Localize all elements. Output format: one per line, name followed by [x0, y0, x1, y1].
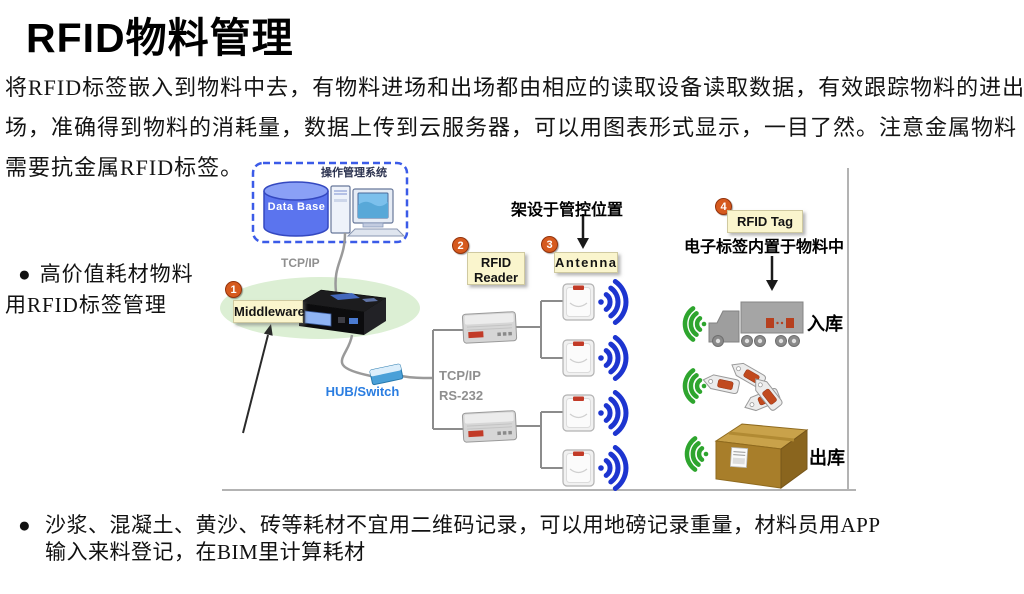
rfid-system-diagram: 操作管理系统 Data Base TCP/IP 1 Middleware HUB… [215, 160, 863, 496]
outbound-label: 出库 [809, 448, 845, 468]
antenna-icon [562, 449, 595, 487]
step-badge-1: 1 [225, 281, 242, 298]
rfid-reader-icon [461, 410, 518, 443]
green-waves-icon [685, 308, 706, 339]
bullet-dot: ● [18, 513, 32, 537]
rfid-tag-note: 电子标签内置于物料中 [684, 239, 845, 256]
bullet-text: 沙浆、混凝土、黄沙、砖等耗材不宜用二维码记录，可以用地磅记录重量，材料员用APP… [45, 513, 881, 564]
green-waves-icon [687, 438, 708, 469]
step-badge-3: 3 [541, 236, 558, 253]
link-protocol-labels: TCP/IP RS-232 [439, 368, 484, 403]
rfid-reader-label: RFID Reader [467, 252, 525, 285]
hub-switch-label: HUB/Switch [325, 384, 400, 399]
bullet-text-continued: 用RFID标签管理 [5, 293, 167, 317]
network-lines [432, 300, 563, 469]
wifi-waves-icon [598, 282, 626, 323]
rfid-tag-label: RFID Tag [727, 210, 803, 233]
wifi-waves-icon [598, 338, 626, 379]
bullet-dot: ● [18, 262, 32, 286]
bullet-text: 高价值耗材物料 [39, 262, 194, 286]
diagram-canvas [220, 161, 856, 491]
page-title: RFID物料管理 [26, 15, 294, 61]
antenna-note: 架设于管控位置 [511, 202, 624, 219]
antenna-icon [562, 283, 595, 321]
pointer-arrow [242, 324, 273, 434]
down-arrow [766, 256, 778, 291]
system-box-label: 操作管理系统 [321, 167, 387, 179]
bullet-item-bulk-materials: ● 沙浆、混凝土、黄沙、砖等耗材不宜用二维码记录，可以用地磅记录重量，材料员用A… [18, 512, 881, 566]
carton-box-icon [714, 423, 809, 489]
computer-icon [330, 185, 406, 237]
green-waves-icon [685, 370, 706, 401]
tcpip-link-label: TCP/IP [281, 256, 320, 270]
middleware-server-icon [298, 289, 387, 335]
hub-switch-icon [369, 363, 404, 386]
intro-line: 将RFID标签嵌入到物料中去，有物料进场和出场都由相应的读取设备读取数据，有效跟… [5, 75, 1024, 100]
antenna-icon [562, 339, 595, 377]
down-arrow [577, 214, 589, 249]
rfid-reader-icon [461, 311, 518, 344]
intro-line: 场，准确得到物料的消耗量，数据上传到云服务器，可以用图表形式显示，一目了然。注意… [5, 115, 1018, 140]
step-badge-2: 2 [452, 237, 469, 254]
truck-icon [708, 301, 804, 347]
intro-paragraph: 将RFID标签嵌入到物料中去，有物料进场和出场都由相应的读取设备读取数据，有效跟… [5, 68, 1024, 188]
diagram-border [222, 168, 856, 491]
connection-cables [334, 232, 434, 380]
middleware-label: Middleware [233, 300, 305, 323]
antenna-label: Antenna [554, 252, 618, 273]
database-icon [263, 181, 329, 237]
inbound-label: 入库 [807, 314, 843, 334]
wifi-waves-icon [598, 448, 626, 489]
bullet-item-high-value: ● 高价值耗材物料 [18, 258, 194, 288]
database-label: Data Base [267, 201, 326, 213]
wifi-waves-icon [598, 393, 626, 434]
intro-line: 需要抗金属RFID标签。 [5, 155, 244, 180]
antenna-icon [562, 394, 595, 432]
rfid-tags-icon [701, 358, 784, 415]
system-dashed-box [251, 161, 409, 244]
